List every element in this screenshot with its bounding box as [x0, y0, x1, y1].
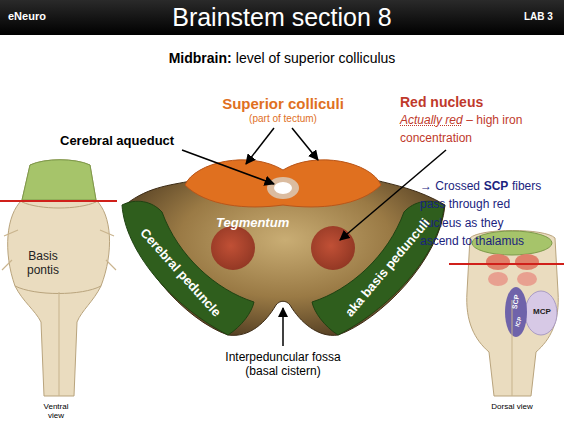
lab-label: LAB 3	[524, 11, 553, 23]
colliculus	[488, 272, 508, 286]
midline	[512, 300, 513, 396]
part-label: Tegmentum	[216, 216, 289, 231]
colliculus	[486, 254, 510, 270]
part-note: (part of tectum)	[173, 113, 393, 125]
ventral-midbrain	[22, 160, 96, 200]
scp-region	[505, 287, 527, 337]
section-level-line	[449, 263, 564, 265]
part-note: Actually red	[400, 113, 463, 127]
mcp-region	[525, 291, 557, 335]
part-label: Cerebral aqueduct	[60, 134, 174, 149]
part-label: MCP	[533, 307, 551, 316]
note-text: SCP	[484, 179, 509, 193]
part-label: Interpeduncular fossa (basal cistern)	[216, 351, 350, 379]
pons-edge	[15, 286, 101, 294]
part-label: Superior colliculi	[173, 95, 393, 112]
part-label: Basis pontis	[20, 250, 66, 278]
colliculus	[517, 272, 537, 286]
note-text: → Crossed	[420, 179, 480, 193]
pons-edge	[22, 202, 96, 208]
leader-arrow	[282, 308, 284, 346]
red-nucleus	[211, 226, 255, 270]
subtitle: Midbrain:	[169, 50, 232, 66]
midline	[59, 292, 60, 396]
brand-label: eNeuro	[8, 10, 46, 23]
leader-arrow	[182, 150, 274, 184]
leader-arrow	[292, 128, 318, 160]
slide-title: Brainstem section 8	[0, 3, 564, 32]
part-label: Red nucleus	[400, 94, 534, 110]
superior-colliculi-region	[185, 160, 381, 207]
dorsal-brainstem	[467, 231, 559, 397]
section-level-line	[0, 200, 117, 202]
periaqueductal-gray	[267, 177, 299, 199]
view-label: Ventral view	[35, 402, 77, 420]
ventral-brainstem	[8, 160, 110, 396]
header-bar	[0, 0, 564, 35]
text-group: Red nucleusActually red– high iron conce…	[400, 94, 534, 147]
leader-arrow	[246, 128, 274, 164]
subtitle: level of superior colliculus	[236, 50, 396, 66]
colliculus	[515, 254, 539, 270]
view-label: Dorsal view	[491, 402, 533, 411]
aqueduct	[274, 182, 292, 194]
cerebral-peduncle-region	[312, 201, 444, 335]
text-group: Midbrain:level of superior colliculus	[0, 49, 564, 67]
text-group: → CrossedSCPfibers pass through red nucl…	[420, 176, 542, 250]
